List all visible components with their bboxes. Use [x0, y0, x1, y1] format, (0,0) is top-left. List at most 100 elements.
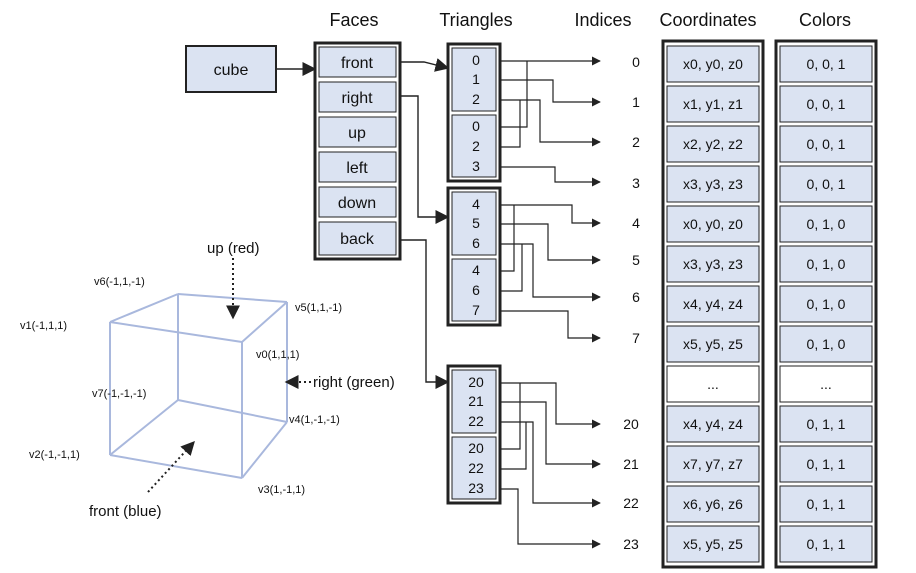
color-value: 0, 0, 1 — [807, 176, 846, 192]
triangle-index: 20 — [468, 374, 484, 390]
color-value: 0, 1, 1 — [807, 456, 846, 472]
coordinate-cell — [666, 205, 760, 243]
index-value: 5 — [632, 252, 640, 268]
index-value: 21 — [623, 456, 639, 472]
coordinate-value: x4, y4, z4 — [683, 416, 743, 432]
color-value: 0, 1, 1 — [807, 536, 846, 552]
face-cell-down — [318, 186, 397, 218]
back-index-connectors — [500, 382, 601, 549]
face-cell-back — [318, 221, 397, 256]
face-label-up-red: up (red) — [207, 240, 260, 257]
coordinate-cell — [666, 525, 760, 563]
color-value: 0, 0, 1 — [807, 96, 846, 112]
coordinate-value: x3, y3, z3 — [683, 256, 743, 272]
coordinate-cell — [666, 445, 760, 483]
index-value: 7 — [632, 330, 640, 346]
triangle-index: 21 — [468, 393, 484, 409]
face-label-down: down — [338, 195, 376, 212]
color-value: 0, 1, 0 — [807, 296, 846, 312]
coordinate-value: x7, y7, z7 — [683, 456, 743, 472]
colors-column: 0, 0, 1 0, 0, 1 0, 0, 1 0, 0, 1 0, 1, 0 0, 1,… — [774, 39, 878, 569]
coordinates-column: x0, y0, z0 x1, y1, z1 x2, y2, z2 x3, y3, z3… — [661, 39, 765, 569]
triangle-cell — [451, 114, 497, 178]
face-label-back: back — [340, 231, 375, 248]
coordinate-cell — [666, 165, 760, 203]
color-cell — [779, 85, 873, 123]
faces-column: front right up left down back — [313, 41, 402, 261]
color-cell — [779, 125, 873, 163]
front-to-triangles-arrow — [400, 58, 450, 72]
vertex-label-v7: v7(-1,-1,-1) — [92, 388, 146, 400]
triangle-index: 22 — [468, 413, 484, 429]
triangle-index: 6 — [472, 235, 480, 251]
cube-edge — [241, 301, 288, 343]
coordinate-value: x2, y2, z2 — [683, 136, 743, 152]
color-value: 0, 0, 1 — [807, 136, 846, 152]
index-value: 2 — [632, 134, 640, 150]
color-value: 0, 1, 0 — [807, 216, 846, 232]
coordinate-value: x5, y5, z5 — [683, 536, 743, 552]
color-cell — [779, 445, 873, 483]
triangle-index: 2 — [472, 91, 480, 107]
triangles-group-back: 20 21 22 20 22 23 — [446, 364, 502, 505]
header-coordinates: Coordinates — [659, 10, 756, 30]
cube-edge — [109, 454, 243, 479]
back-to-triangles-arrow — [400, 239, 450, 389]
vertex-label-v0: v0(1,1,1) — [256, 349, 299, 361]
coordinate-cell — [666, 365, 760, 403]
coordinate-cell — [666, 85, 760, 123]
face-label-right: right — [341, 90, 373, 107]
triangle-index: 1 — [472, 71, 480, 87]
indices-column: 0 1 2 3 4 5 6 7 20 21 22 23 — [623, 54, 640, 552]
coordinate-value: x1, y1, z1 — [683, 96, 743, 112]
coordinate-value: x0, y0, z0 — [683, 216, 743, 232]
triangle-cell — [451, 47, 497, 112]
triangle-index: 4 — [472, 262, 480, 278]
color-cell — [779, 205, 873, 243]
color-value: 0, 1, 1 — [807, 416, 846, 432]
coordinate-value: x3, y3, z3 — [683, 176, 743, 192]
coordinate-cell — [666, 245, 760, 283]
vertex-label-v4: v4(1,-1,-1) — [289, 414, 340, 426]
color-value: 0, 1, 0 — [807, 336, 846, 352]
face-cell-front — [318, 46, 397, 78]
cube-edge — [109, 293, 179, 323]
face-label-left: left — [346, 160, 368, 177]
face-cell-left — [318, 151, 397, 183]
triangle-index: 3 — [472, 158, 480, 174]
cube-edge — [177, 399, 288, 423]
coordinate-value: x4, y4, z4 — [683, 296, 743, 312]
cube-edge — [241, 421, 288, 479]
triangle-index: 22 — [468, 460, 484, 476]
cube-box — [185, 45, 277, 93]
coordinate-cell — [666, 405, 760, 443]
vertex-label-v1: v1(-1,1,1) — [20, 320, 67, 332]
index-value: 22 — [623, 495, 639, 511]
triangle-cell — [451, 258, 497, 322]
vertex-label-v2: v2(-1,-1,1) — [29, 449, 80, 461]
color-cell — [779, 165, 873, 203]
triangle-index: 0 — [472, 52, 480, 68]
front-index-connectors — [500, 56, 601, 187]
coordinate-cell — [666, 285, 760, 323]
color-value: 0, 0, 1 — [807, 56, 846, 72]
face-cell-up — [318, 116, 397, 148]
triangle-index: 23 — [468, 480, 484, 496]
face-label-up: up — [348, 125, 366, 142]
cube-edge — [109, 399, 179, 456]
triangle-index: 4 — [472, 196, 480, 212]
triangle-index: 7 — [472, 302, 480, 318]
color-value: 0, 1, 0 — [807, 256, 846, 272]
header-triangles: Triangles — [439, 10, 512, 30]
index-value: 3 — [632, 175, 640, 191]
coordinate-value: x5, y5, z5 — [683, 336, 743, 352]
triangle-index: 20 — [468, 440, 484, 456]
coordinate-cell — [666, 325, 760, 363]
triangle-cell — [451, 436, 497, 500]
triangle-index: 5 — [472, 215, 480, 231]
color-cell — [779, 365, 873, 403]
coordinate-value: x0, y0, z0 — [683, 56, 743, 72]
color-value: 0, 1, 1 — [807, 496, 846, 512]
color-cell — [779, 405, 873, 443]
